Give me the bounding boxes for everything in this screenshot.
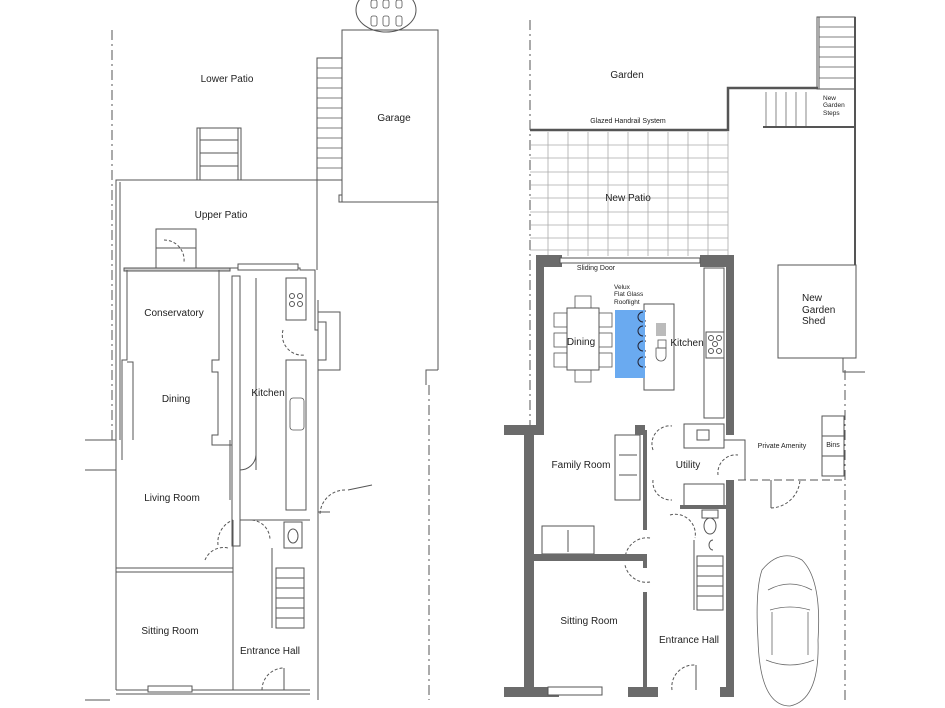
label-glazed-handrail: Glazed Handrail System	[590, 118, 666, 125]
label-family-room: Family Room	[551, 460, 611, 471]
label-garage: Garage	[377, 113, 411, 124]
label-sliding-door: Sliding Door	[576, 265, 616, 272]
label-dining-existing: Dining	[161, 394, 191, 405]
label-dining-proposed: Dining	[566, 337, 596, 348]
label-new-garden-shed: New Garden Shed	[802, 293, 836, 327]
label-utility: Utility	[675, 460, 701, 471]
label-kitchen-proposed: Kitchen	[670, 338, 704, 349]
label-bins: Bins	[826, 442, 840, 449]
label-lower-patio: Lower Patio	[200, 74, 254, 85]
label-entrance-hall-existing: Entrance Hall	[239, 646, 301, 657]
label-private-amenity: Private Amenity	[757, 443, 807, 450]
label-velux-rooflight: Velux Flat Glass Rooflight	[614, 284, 644, 306]
label-conservatory: Conservatory	[144, 308, 204, 319]
label-living-room: Living Room	[144, 493, 200, 504]
label-entrance-hall-proposed: Entrance Hall	[658, 635, 720, 646]
label-garden: Garden	[610, 70, 644, 81]
label-new-patio: New Patio	[605, 193, 651, 204]
label-sitting-room-proposed: Sitting Room	[560, 616, 618, 627]
label-upper-patio: Upper Patio	[194, 210, 248, 221]
rooflight	[615, 310, 645, 378]
label-kitchen-existing: Kitchen	[251, 388, 285, 399]
label-sitting-room-existing: Sitting Room	[141, 626, 199, 637]
label-new-garden-steps: New Garden Steps	[823, 95, 845, 117]
